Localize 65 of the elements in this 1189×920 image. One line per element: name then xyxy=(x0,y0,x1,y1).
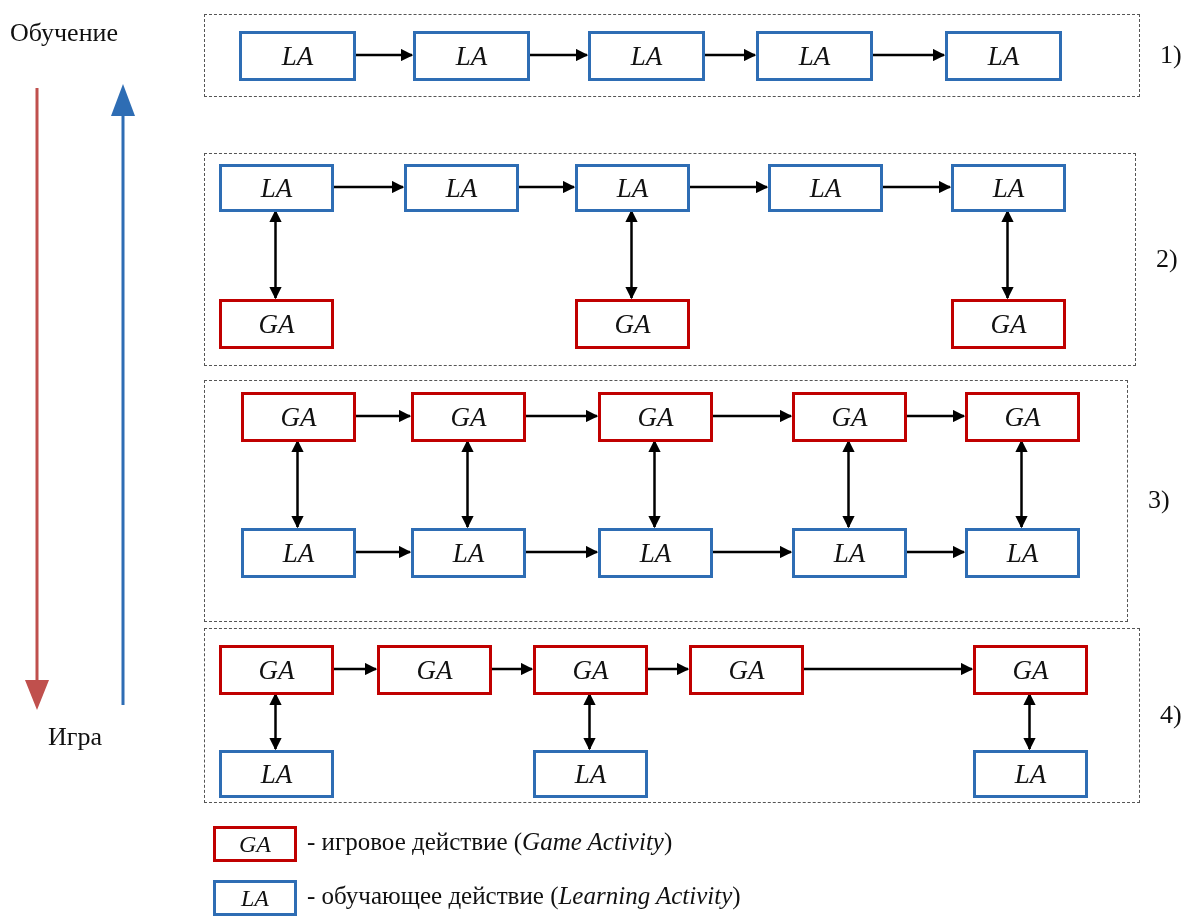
activity-box: GA xyxy=(219,645,334,695)
activity-box: LA xyxy=(588,31,705,81)
arrow xyxy=(525,409,599,423)
arrow xyxy=(906,409,966,423)
arrow xyxy=(355,545,412,559)
activity-box: LA xyxy=(945,31,1062,81)
activity-box: LA xyxy=(404,164,519,212)
row-number: 2) xyxy=(1156,243,1178,274)
activity-box: LA xyxy=(411,528,526,578)
activity-box: LA xyxy=(413,31,530,81)
activity-box: GA xyxy=(241,392,356,442)
activity-box: LA xyxy=(575,164,690,212)
row-number: 3) xyxy=(1148,485,1170,515)
arrow xyxy=(525,545,599,559)
arrow xyxy=(333,662,378,676)
row-number: 1) xyxy=(1160,39,1182,70)
activity-box: LA xyxy=(973,750,1088,798)
activity-box: LA xyxy=(239,31,356,81)
activity-box: GA xyxy=(213,826,297,862)
activity-box: GA xyxy=(973,645,1088,695)
activity-box: GA xyxy=(598,392,713,442)
dashed-frame xyxy=(204,628,1140,803)
arrow xyxy=(712,409,793,423)
axis-label: Обучение xyxy=(10,18,118,48)
activity-box: LA xyxy=(213,880,297,916)
arrow xyxy=(355,48,414,62)
activity-box: GA xyxy=(689,645,804,695)
activity-box: LA xyxy=(792,528,907,578)
arrow xyxy=(872,48,946,62)
activity-box: LA xyxy=(598,528,713,578)
legend-text: - обучающее действие (Learning Activity) xyxy=(307,882,741,910)
activity-box: LA xyxy=(951,164,1066,212)
arrow xyxy=(518,180,576,194)
activity-box: LA xyxy=(768,164,883,212)
arrow xyxy=(803,662,974,676)
arrow xyxy=(333,180,405,194)
dashed-frame xyxy=(204,14,1140,97)
activity-box: LA xyxy=(219,164,334,212)
activity-box: GA xyxy=(219,299,334,349)
activity-box: GA xyxy=(411,392,526,442)
activity-box: LA xyxy=(219,750,334,798)
dashed-frame xyxy=(204,380,1128,622)
arrow xyxy=(491,662,534,676)
arrow xyxy=(647,662,690,676)
arrow xyxy=(704,48,757,62)
arrow xyxy=(529,48,589,62)
row-number: 4) xyxy=(1160,699,1182,730)
activity-box: GA xyxy=(377,645,492,695)
activity-box: LA xyxy=(756,31,873,81)
activity-box: GA xyxy=(951,299,1066,349)
arrow xyxy=(882,180,952,194)
activity-box: LA xyxy=(241,528,356,578)
legend-text: - игровое действие (Game Activity) xyxy=(307,828,673,856)
axis-label: Игра xyxy=(48,722,102,752)
activity-box: GA xyxy=(575,299,690,349)
dashed-frame xyxy=(204,153,1136,366)
activity-box: LA xyxy=(965,528,1080,578)
activity-box: GA xyxy=(792,392,907,442)
activity-box: GA xyxy=(965,392,1080,442)
activity-box: GA xyxy=(533,645,648,695)
activity-box: LA xyxy=(533,750,648,798)
arrow xyxy=(712,545,793,559)
arrow xyxy=(355,409,412,423)
arrow xyxy=(906,545,966,559)
arrow xyxy=(689,180,769,194)
